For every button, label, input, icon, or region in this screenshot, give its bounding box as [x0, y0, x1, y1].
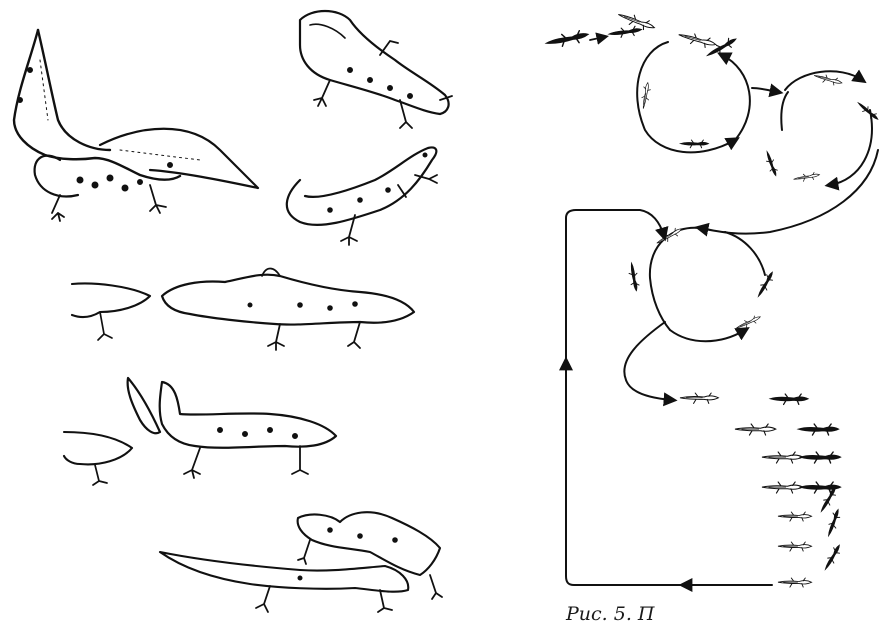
scene-pair-newts-mating-position [160, 512, 442, 612]
scene-two-newts-tail-fanning [14, 30, 258, 221]
return-arrow [566, 210, 772, 585]
figure-caption: Рис. 5. П [566, 603, 654, 625]
scene-male-newt-crest-display [300, 11, 452, 128]
flow-diagram [545, 10, 880, 587]
loop-1 [637, 42, 778, 152]
entry-row [545, 10, 739, 60]
loop-3 [624, 226, 776, 400]
loop-2 [700, 71, 880, 233]
scene-male-raised-tail-female-behind [64, 378, 336, 485]
scene-female-approaching-crested-male [72, 269, 414, 351]
sequence-column [680, 393, 843, 587]
scene-single-newt-curled-tail [287, 148, 437, 246]
